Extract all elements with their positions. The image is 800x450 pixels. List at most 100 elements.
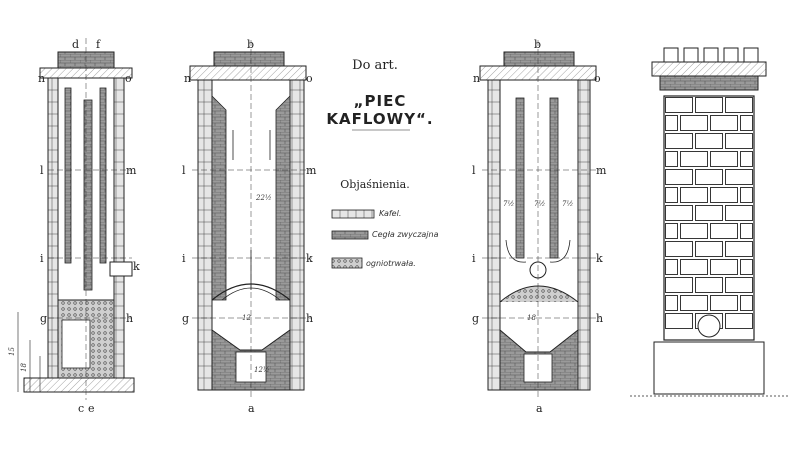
legend-label-tile: Kafel.	[379, 209, 402, 218]
elevation-tile	[710, 223, 738, 239]
reference-heading: Do art.	[352, 58, 398, 73]
dimension-labels: 22½ 12½ 7½ 7½ 7½ 18 12 15 18	[8, 194, 573, 374]
legend-swatch-tile	[331, 209, 375, 219]
elevation-tile	[695, 133, 723, 149]
elevation-tile	[695, 277, 723, 293]
dim-d4: 7½	[534, 200, 545, 208]
elevation-tile	[695, 241, 723, 257]
elevation-tile	[725, 313, 753, 329]
label-k-2: k	[306, 252, 313, 265]
elevation-tile	[710, 115, 738, 131]
label-l-3: l	[472, 164, 476, 177]
elevation-tile	[740, 259, 753, 275]
label-h-3: h	[596, 312, 603, 325]
elevation-tile	[665, 133, 693, 149]
elevation-tile	[725, 133, 753, 149]
elevation-tile	[680, 151, 708, 167]
dim-d5: 7½	[562, 200, 573, 208]
elevation-tile	[695, 205, 723, 221]
label-a-2: a	[248, 402, 255, 415]
label-k-3: k	[596, 252, 603, 265]
elevation-tile	[710, 259, 738, 275]
section-view-side	[17, 38, 135, 400]
elevation-tile	[725, 205, 753, 221]
elevation-tile	[710, 151, 738, 167]
label-n: n	[38, 72, 45, 85]
elevation-tile	[725, 277, 753, 293]
label-m: m	[126, 164, 137, 177]
section-view-flues	[479, 40, 597, 400]
label-h: h	[126, 312, 133, 325]
label-i-3: i	[472, 252, 476, 265]
elevation-tile	[680, 115, 708, 131]
elevation-tile	[665, 313, 693, 329]
elevation-tile	[740, 115, 753, 131]
label-b-2: b	[247, 38, 254, 51]
label-o-2: o	[306, 72, 313, 85]
elevation-tile	[740, 295, 753, 311]
elevation-tile	[710, 187, 738, 203]
label-m-3: m	[596, 164, 607, 177]
label-b-3: b	[534, 38, 541, 51]
legend-label-brick: Cegła zwyczajna	[372, 230, 439, 239]
elevation-tile	[665, 151, 678, 167]
label-k: k	[133, 260, 140, 273]
label-i-2: i	[182, 252, 186, 265]
elevation-tile	[665, 295, 678, 311]
dim-d8: 15	[8, 347, 16, 356]
view-letter-labels: d f n o l m i k g h c e b n o l m i k g …	[38, 38, 607, 415]
page-title: „PIEC KAFLOWY“.	[326, 92, 434, 128]
legend-label-firebrick: ogniotrwała.	[366, 259, 416, 268]
label-a-3: a	[536, 402, 543, 415]
legend-swatch-firebrick	[331, 257, 363, 269]
label-d: d	[72, 38, 79, 51]
elevation-tile	[680, 223, 708, 239]
elevation-tile	[695, 97, 723, 113]
elevation-tile	[680, 187, 708, 203]
dim-d2: 12½	[254, 366, 270, 374]
elevation-view	[630, 47, 790, 397]
elevation-tile	[665, 187, 678, 203]
dim-d6: 18	[527, 314, 536, 322]
legend-heading: Objaśnienia.	[340, 178, 410, 191]
elevation-tile	[665, 259, 678, 275]
elevation-tile	[710, 295, 738, 311]
elevation-tile	[725, 241, 753, 257]
elevation-tile	[740, 187, 753, 203]
label-o-3: o	[594, 72, 601, 85]
elevation-tile	[725, 97, 753, 113]
section-view-front	[189, 40, 307, 400]
label-m-2: m	[306, 164, 317, 177]
elevation-tile	[665, 169, 693, 185]
elevation-tile	[740, 151, 753, 167]
label-i: i	[40, 252, 44, 265]
label-o: o	[125, 72, 132, 85]
section-lines	[48, 169, 600, 319]
label-g: g	[40, 312, 47, 325]
legend-swatch-brick	[331, 230, 369, 240]
elevation-tile	[740, 223, 753, 239]
elevation-tile	[665, 97, 693, 113]
dim-d7: 12	[242, 314, 251, 322]
dim-d1: 22½	[255, 194, 272, 202]
label-n-2: n	[184, 72, 191, 85]
label-f: f	[96, 38, 101, 51]
label-n-3: n	[473, 72, 480, 85]
elevation-tile	[680, 259, 708, 275]
label-h-2: h	[306, 312, 313, 325]
label-g-3: g	[472, 312, 479, 325]
elevation-tile	[665, 277, 693, 293]
elevation-tile	[665, 115, 678, 131]
elevation-tile	[665, 223, 678, 239]
elevation-tile	[665, 241, 693, 257]
elevation-tile	[680, 295, 708, 311]
elevation-tile	[725, 169, 753, 185]
label-c: c	[78, 402, 84, 415]
dim-d3: 7½	[503, 200, 514, 208]
dim-d9: 18	[20, 363, 28, 372]
label-l: l	[40, 164, 44, 177]
label-g-2: g	[182, 312, 189, 325]
label-l-2: l	[182, 164, 186, 177]
elevation-tile	[695, 169, 723, 185]
